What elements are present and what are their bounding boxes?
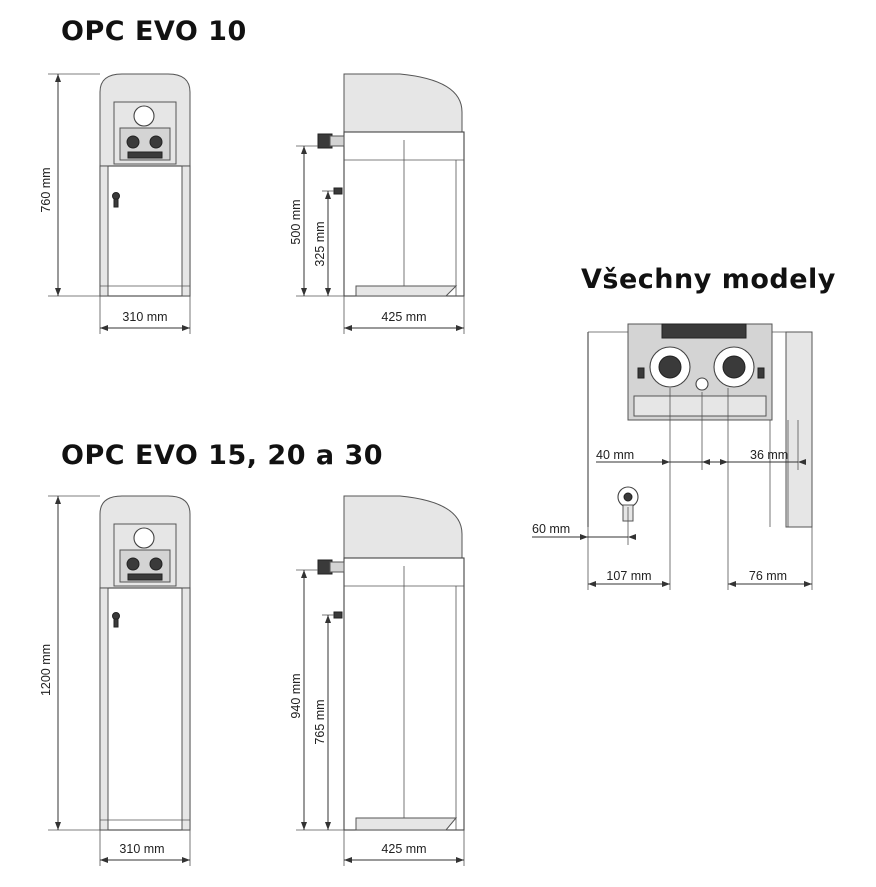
heading-all-models: Všechny modely [581,264,836,295]
evo10-front-view [99,73,191,297]
evo10-side-dimensions: 500 mm 325 mm 425 mm [289,145,465,334]
evo15-height-label: 1200 mm [39,644,53,696]
evo15-overflow-height-label: 765 mm [313,699,327,744]
evo15-front-view [99,495,191,831]
evo15-inlet-height-label: 940 mm [289,673,303,718]
all-models-dimensions: 40 mm 36 mm 60 mm 107 mm 76 mm [532,388,813,590]
all-107mm-label: 107 mm [606,569,651,583]
all-76mm-label: 76 mm [749,569,787,583]
all-40mm-label: 40 mm [596,448,634,462]
evo10-width-label: 310 mm [122,310,167,324]
all-60mm-label: 60 mm [532,522,570,536]
evo15-side-dimensions: 940 mm 765 mm 425 mm [289,569,465,866]
evo10-depth-label: 425 mm [381,310,426,324]
evo15-front-dimensions: 1200 mm 310 mm [39,495,191,866]
heading-opc-evo-10: OPC EVO 10 [61,16,247,47]
all-36mm-label: 36 mm [750,448,788,462]
heading-opc-evo-15-20-30: OPC EVO 15, 20 a 30 [61,440,384,471]
evo10-side-view [317,73,465,297]
evo10-height-label: 760 mm [39,167,53,212]
evo15-depth-label: 425 mm [381,842,426,856]
evo10-inlet-height-label: 500 mm [289,199,303,244]
evo10-front-dimensions: 760 mm 310 mm [39,73,191,334]
all-models-detail-view [587,323,813,528]
evo15-side-view [317,495,465,831]
evo10-overflow-height-label: 325 mm [313,221,327,266]
evo15-width-label: 310 mm [119,842,164,856]
